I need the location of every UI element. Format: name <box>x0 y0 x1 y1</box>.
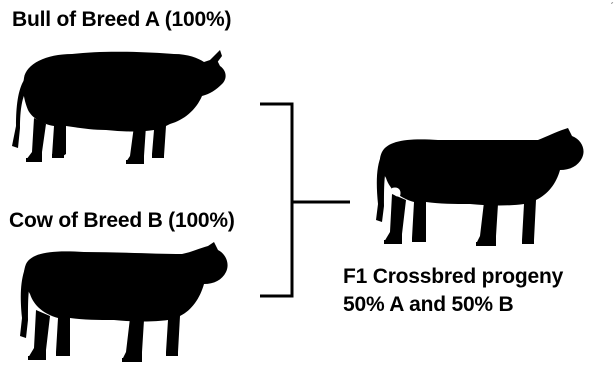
cow-label: Cow of Breed B (100%) <box>9 209 235 232</box>
progeny-title: F1 Crossbred progeny <box>343 265 564 288</box>
progeny-composition: 50% A and 50% B <box>343 293 514 316</box>
cross-bracket <box>260 102 350 298</box>
bull-silhouette-icon <box>12 50 226 164</box>
corner-mark: ˊ <box>610 0 614 14</box>
cow-silhouette-icon <box>20 242 228 362</box>
calf-silhouette-icon <box>376 128 584 246</box>
bull-label: Bull of Breed A (100%) <box>12 8 232 31</box>
